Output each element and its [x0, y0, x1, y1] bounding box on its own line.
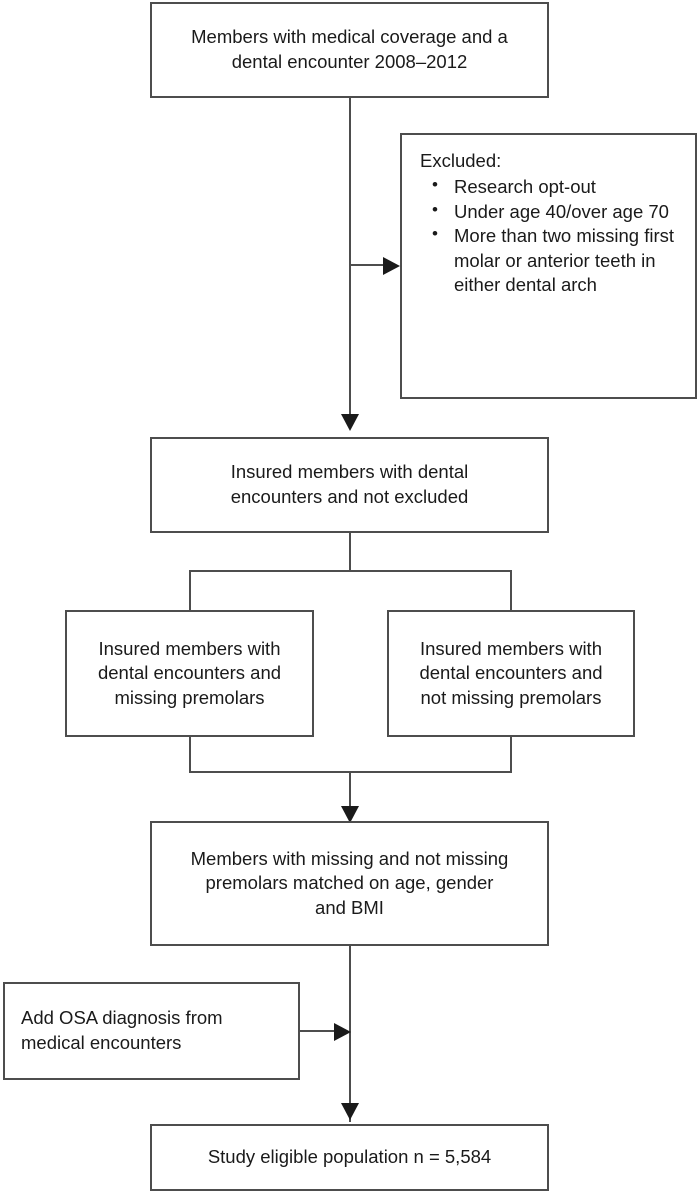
connector-split-bar [189, 570, 512, 572]
node-add-osa-diagnosis-label: Add OSA diagnosis from medical encounter… [21, 1007, 223, 1053]
node-source-population-label: Members with medical coverage and a dent… [191, 26, 508, 72]
arrowhead-osa-to-trunk [334, 1023, 351, 1041]
arrowhead-matched-to-study [341, 1103, 359, 1120]
connector-merge-left [189, 737, 191, 773]
connector-split-stem [349, 533, 351, 572]
node-not-missing-premolars: Insured members with dental encounters a… [387, 610, 635, 737]
node-add-osa-diagnosis: Add OSA diagnosis from medical encounter… [3, 982, 300, 1080]
list-item-label: Under age 40/over age 70 [454, 200, 669, 222]
excluded-criteria-list: • Research opt-out • Under age 40/over a… [420, 175, 685, 298]
connector-osa-to-trunk [300, 1030, 336, 1032]
connector-split-right [510, 570, 512, 610]
node-study-eligible-population: Study eligible population n = 5,584 [150, 1124, 549, 1191]
list-item: • More than two missing first molar or a… [428, 224, 685, 298]
bullet-icon: • [432, 175, 438, 195]
node-study-eligible-population-label: Study eligible population n = 5,584 [207, 1146, 492, 1168]
node-matched-cohort: Members with missing and not missing pre… [150, 821, 549, 946]
node-missing-premolars: Insured members with dental encounters a… [65, 610, 314, 737]
arrowhead-to-excluded [383, 257, 400, 275]
node-not-missing-premolars-label: Insured members with dental encounters a… [419, 637, 603, 708]
bullet-icon: • [432, 224, 438, 244]
node-source-population: Members with medical coverage and a dent… [150, 2, 549, 98]
connector-merge-right [510, 737, 512, 773]
connector-merge-stem [349, 771, 351, 812]
connector-split-left [189, 570, 191, 610]
list-item: • Research opt-out [428, 175, 685, 200]
connector-source-to-insured [349, 98, 351, 416]
list-item-label: Research opt-out [454, 176, 596, 198]
node-missing-premolars-label: Insured members with dental encounters a… [97, 637, 282, 708]
excluded-title: Excluded: [420, 150, 502, 171]
node-insured-not-excluded-label: Insured members with dental encounters a… [230, 461, 469, 507]
node-matched-cohort-label: Members with missing and not missing pre… [190, 847, 509, 918]
connector-to-excluded [349, 264, 385, 266]
list-item-label: More than two missing first molar or ant… [454, 225, 675, 296]
list-item: • Under age 40/over age 70 [428, 200, 685, 225]
arrowhead-source-to-insured [341, 414, 359, 431]
arrowhead-merge-to-matched [341, 806, 359, 823]
bullet-icon: • [432, 199, 438, 219]
node-excluded-criteria: Excluded: • Research opt-out • Under age… [400, 133, 697, 399]
node-insured-not-excluded: Insured members with dental encounters a… [150, 437, 549, 533]
